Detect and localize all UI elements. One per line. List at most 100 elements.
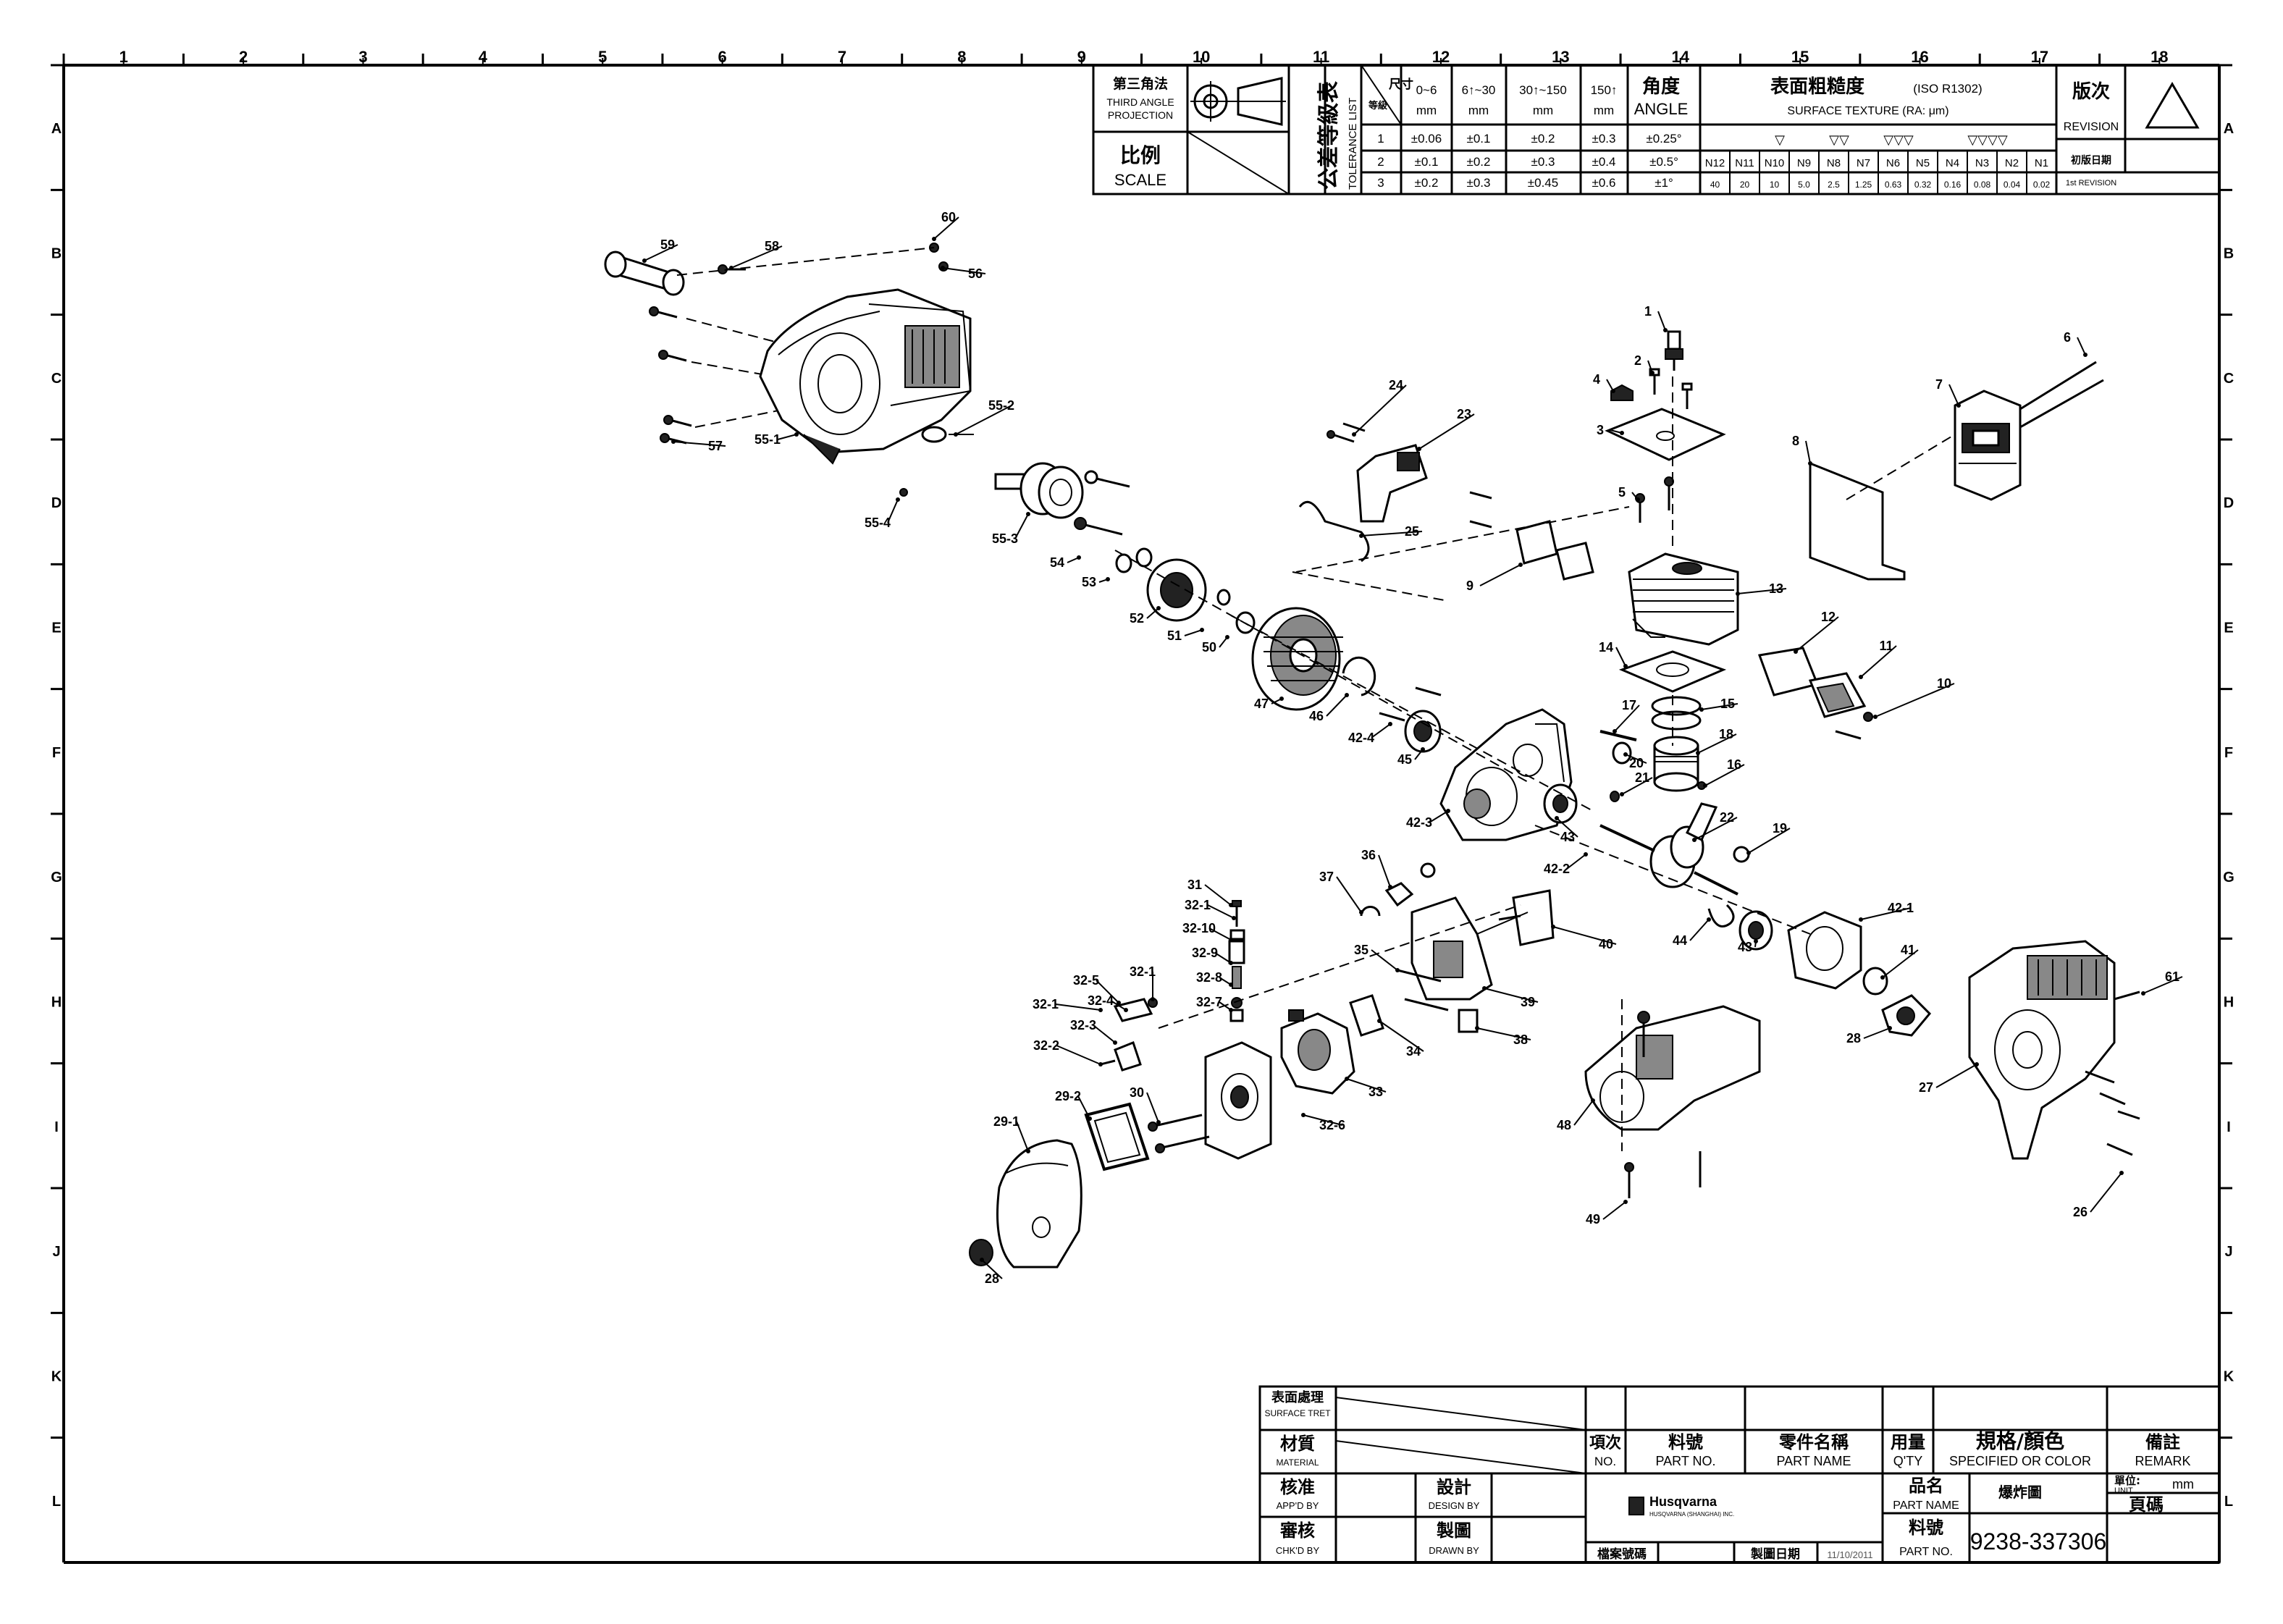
part-callout-label: 42-4	[1348, 731, 1374, 745]
part-callout-label: 55-2	[988, 398, 1014, 413]
row-label-left: K	[51, 1369, 62, 1385]
column-label: 6	[718, 48, 727, 66]
part-27-shape	[1968, 940, 2116, 1160]
part-callout-label: 7	[1935, 377, 1943, 392]
spec-cn: 規格/顏色	[1976, 1429, 2064, 1453]
part-55-1-shape	[759, 288, 972, 465]
leader-dot	[1151, 997, 1155, 1001]
row-label-left: D	[51, 495, 62, 511]
unit-cn: 單位:	[2114, 1474, 2140, 1487]
leader-line	[1795, 616, 1839, 652]
leader-dot	[980, 1258, 984, 1262]
part-20-shape	[1612, 741, 1632, 765]
part-callout-label: 34	[1406, 1044, 1421, 1059]
part-callout-label: 50	[1202, 640, 1216, 655]
row-label-left: I	[54, 1119, 59, 1135]
part-38-shape	[1458, 1009, 1479, 1033]
surface-value: 40	[1710, 180, 1720, 190]
leader-line	[1361, 531, 1423, 537]
tolerance-value: ±0.1	[1467, 132, 1491, 146]
part-callout-label: 57	[708, 439, 723, 453]
part-42-1-shape	[1787, 911, 1862, 990]
leader-dot	[1707, 917, 1711, 922]
unit-value: mm	[2172, 1477, 2194, 1492]
part-55-2-shape	[921, 426, 974, 443]
leader-line	[1207, 904, 1235, 919]
leader-lines	[642, 216, 2183, 1279]
partname-en: PART NAME	[1776, 1454, 1851, 1468]
leader-dot	[1156, 606, 1161, 610]
part-32-subparts	[1100, 900, 1245, 1072]
column-label: 5	[598, 48, 607, 66]
part-callout-label: 23	[1457, 407, 1471, 421]
surface-treat-cn: 表面處理	[1271, 1389, 1324, 1405]
part-callout-label: 61	[2165, 969, 2179, 984]
leader-dot	[1754, 939, 1758, 943]
surface-en: SURFACE TEXTURE (RA: μm)	[1787, 105, 1948, 117]
leader-dot	[1446, 809, 1450, 813]
leader-line	[981, 1259, 1003, 1279]
leader-line	[1479, 564, 1521, 586]
column-label: 1	[119, 48, 128, 66]
leader-line	[1476, 1027, 1531, 1040]
leader-line	[673, 441, 726, 447]
tolerance-en: TOLERANCE LIST	[1347, 98, 1359, 190]
bottom-block-texts: 表面處理 SURFACE TRET 材質 MATERIAL 核准 APP'D B…	[1264, 1389, 2194, 1562]
part-52-54-shape	[1074, 470, 1256, 634]
tolerance-grade: 1	[1377, 132, 1384, 146]
leader-dot	[1859, 917, 1863, 922]
surface-value: 0.04	[2004, 180, 2021, 190]
tolerance-value: ±0.3	[1467, 176, 1491, 190]
brand-subtitle: HUSQVARNA (SHANGHAI) INC.	[1649, 1511, 1734, 1518]
part-callout-label: 52	[1130, 611, 1144, 626]
leader-line	[1882, 949, 1919, 978]
part-callout-label: 14	[1599, 640, 1613, 655]
leader-dot	[1229, 938, 1233, 942]
part-callout-label: 27	[1919, 1080, 1933, 1095]
part-callout-label: 32-3	[1070, 1018, 1096, 1032]
part-callout-label: 46	[1309, 709, 1324, 723]
part-callout-label: 20	[1629, 756, 1644, 770]
leader-dot	[1663, 328, 1668, 332]
checked-cn: 審核	[1279, 1520, 1315, 1541]
leader-dot	[1623, 752, 1628, 757]
leader-line	[1371, 723, 1391, 739]
pname-en: PART NAME	[1893, 1499, 1959, 1512]
leader-dot	[1359, 910, 1363, 914]
part-callout-label: 10	[1937, 676, 1951, 691]
leader-dot	[1345, 1077, 1349, 1081]
row-label-left: H	[51, 995, 62, 1011]
leader-dot	[729, 266, 733, 270]
scale-en: SCALE	[1114, 171, 1166, 189]
leader-line	[1110, 1000, 1127, 1011]
column-label: 17	[2031, 48, 2048, 66]
leader-dot	[932, 237, 936, 241]
part-callout-label: 37	[1319, 870, 1334, 884]
part-callout-label: 6	[2064, 330, 2071, 345]
part-callout-label: 32-7	[1196, 995, 1222, 1009]
part-30-shape	[1084, 1102, 1150, 1171]
part-callout-label: 36	[1361, 848, 1376, 862]
row-label-left: E	[51, 620, 61, 636]
leader-dot	[1808, 461, 1812, 466]
part-callout-label: 40	[1599, 937, 1613, 951]
part-callout-label: 15	[1720, 697, 1735, 711]
leader-line	[1371, 949, 1398, 971]
tolerance-value: ±0.5°	[1649, 155, 1678, 169]
column-label: 7	[838, 48, 846, 66]
leader-dot	[1873, 715, 1878, 719]
leader-dot	[1229, 983, 1233, 987]
drawn-en: DRAWN BY	[1429, 1545, 1479, 1556]
part-25-shape	[1298, 500, 1370, 563]
leader-dot	[794, 432, 799, 437]
leader-dot	[1551, 925, 1555, 929]
leader-line	[1484, 988, 1539, 1003]
part-35-shape	[1397, 969, 1442, 983]
column-label: 18	[2150, 48, 2168, 66]
leader-dot	[1301, 1113, 1306, 1117]
checked-en: CHK'D BY	[1276, 1545, 1320, 1556]
surface-value: 20	[1740, 180, 1750, 190]
leader-dot	[1421, 747, 1425, 752]
surface-value: 5.0	[1798, 180, 1810, 190]
